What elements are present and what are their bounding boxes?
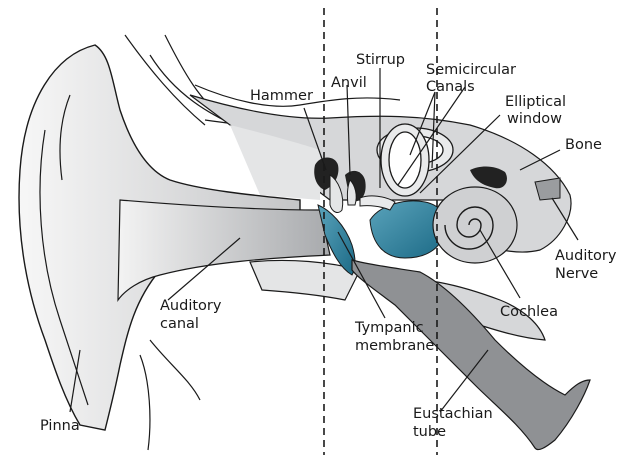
- label-tympanic-1: Tympanic: [354, 320, 424, 336]
- label-bone: Bone: [565, 137, 602, 153]
- label-cochlea: Cochlea: [500, 304, 558, 320]
- auditory-nerve-shape: [535, 178, 560, 200]
- label-tympanic-2: membrane: [355, 338, 434, 354]
- label-eustachian-2: tube: [413, 424, 446, 440]
- label-eustachian-1: Eustachian: [413, 406, 493, 422]
- label-elliptical-2: window: [507, 111, 562, 127]
- label-anvil: Anvil: [331, 75, 367, 91]
- label-auditory-canal-2: canal: [160, 316, 199, 332]
- label-auditory-nerve-2: Nerve: [555, 266, 598, 282]
- label-semicircular-2: Canals: [426, 79, 475, 95]
- label-auditory-canal-1: Auditory: [160, 298, 222, 314]
- label-pinna: Pinna: [40, 418, 80, 434]
- label-auditory-nerve-1: Auditory: [555, 248, 617, 264]
- label-elliptical-1: Elliptical: [505, 94, 566, 110]
- label-semicircular-1: Semicircular: [426, 62, 516, 78]
- cochlea-shape: [433, 187, 517, 263]
- label-stirrup: Stirrup: [356, 52, 405, 68]
- label-hammer: Hammer: [250, 88, 313, 104]
